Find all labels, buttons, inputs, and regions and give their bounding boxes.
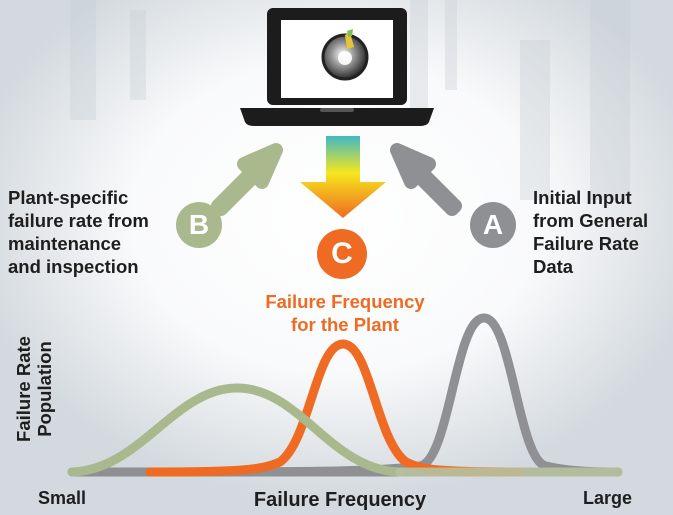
y-axis-title: Failure Rate Population — [13, 309, 55, 469]
left-label-line: maintenance — [8, 233, 122, 254]
right-label-line: Data — [533, 256, 574, 277]
y-axis-title-line: Failure Rate — [13, 336, 34, 442]
result-caption: Failure Frequency for the Plant — [200, 290, 490, 336]
left-label: Plant-specific failure rate from mainten… — [8, 186, 193, 278]
database-disc-icon — [321, 29, 369, 81]
right-label-line: Initial Input — [533, 187, 632, 208]
arrow-b-icon — [211, 143, 283, 216]
caption-line: for the Plant — [291, 314, 399, 335]
y-axis-title-line: Population — [34, 341, 55, 437]
x-axis-min-label: Small — [38, 488, 87, 508]
curve-result-c — [145, 339, 525, 477]
left-label-line: failure rate from — [8, 210, 149, 231]
right-label-line: Failure Rate — [533, 233, 639, 254]
plant-silhouettes — [70, 0, 630, 200]
badge-c: C — [317, 229, 367, 279]
left-label-line: and inspection — [8, 256, 139, 277]
arrow-a-icon — [390, 143, 462, 216]
badge-a: A — [470, 202, 516, 248]
right-label: Initial Input from General Failure Rate … — [533, 186, 673, 278]
x-axis-max-label: Large — [583, 488, 633, 508]
distribution-curves — [67, 313, 623, 477]
curve-plant-b — [67, 383, 405, 477]
left-label-line: Plant-specific — [8, 187, 129, 208]
caption-line: Failure Frequency — [265, 291, 425, 312]
badge-b: B — [176, 202, 222, 248]
x-axis-title: Failure Frequency — [253, 489, 427, 511]
curve-general-a — [73, 313, 617, 477]
right-label-line: from General — [533, 210, 649, 231]
arrow-c-icon — [300, 136, 386, 218]
